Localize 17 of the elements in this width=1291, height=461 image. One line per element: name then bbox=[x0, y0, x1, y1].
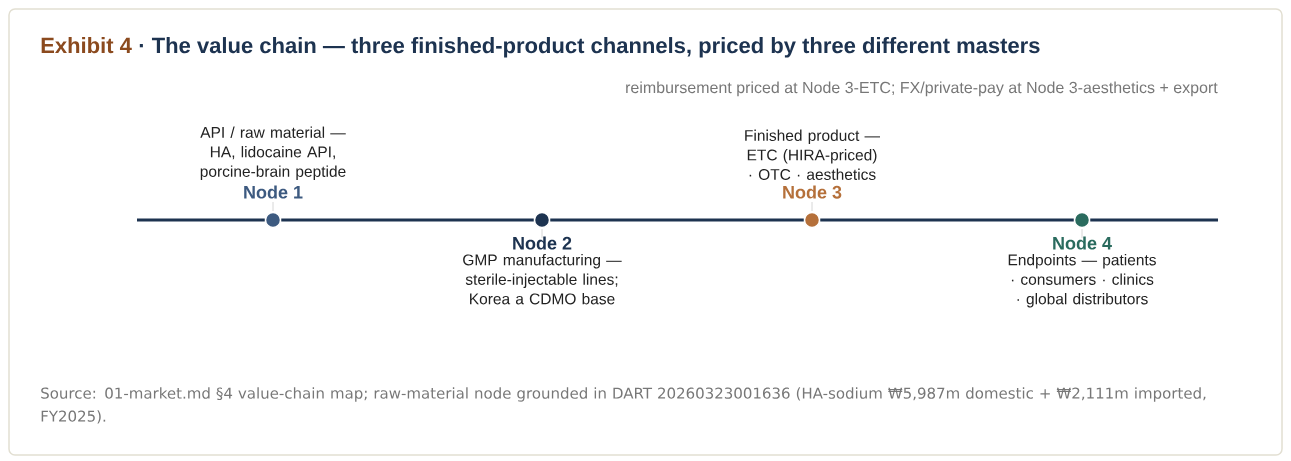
timeline-line bbox=[281, 218, 534, 222]
timeline-line bbox=[137, 218, 265, 222]
node-heading: Node 2 bbox=[513, 236, 572, 250]
headline: · The value chain — three finished-product channels, priced by three different masters bbox=[139, 37, 1040, 58]
node-heading: Node 3 bbox=[783, 185, 842, 199]
subtitle: reimbursement priced at Node 3-ETC; FX/private-pay at Node 3-aesthetics + export bbox=[626, 81, 1218, 97]
timeline-line bbox=[1090, 218, 1218, 222]
timeline-line bbox=[820, 218, 1074, 222]
timeline-line bbox=[550, 218, 804, 222]
source-note: Source: 01-market.md §4 value-chain map; raw-material node grounded in DART 20260323001636 (HA-sodium ₩5,987m domestic + ₩2,111m imported, FY2025). bbox=[41, 387, 1206, 424]
node-heading: Node 4 bbox=[1053, 236, 1112, 250]
node-description: Finished product — ETC (HIRA-priced) · OTC · aesthetics bbox=[745, 129, 881, 180]
node-description: API / raw material — HA, lidocaine API, porcine-brain peptide bbox=[200, 126, 346, 180]
node-description: GMP manufacturing — sterile-injectable lines; Korea a CDMO base bbox=[463, 254, 622, 305]
exhibit-title: Exhibit 4 bbox=[41, 37, 132, 54]
node-description: Endpoints — patients · consumers · clinics · global distributors bbox=[1008, 254, 1156, 308]
node-heading: Node 1 bbox=[244, 185, 303, 199]
